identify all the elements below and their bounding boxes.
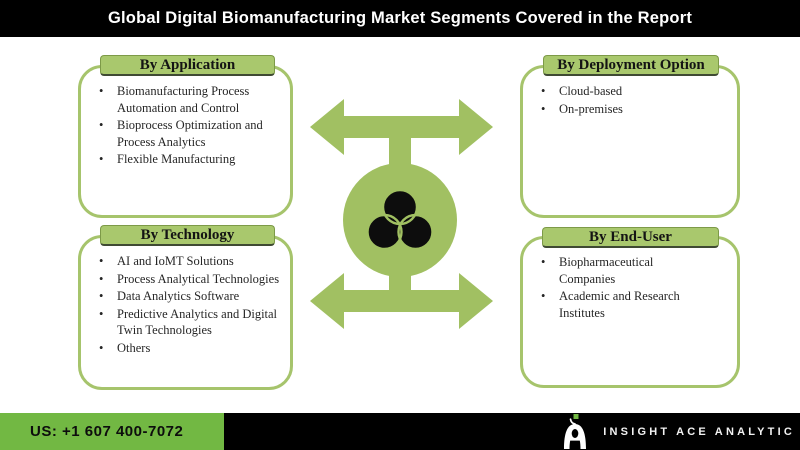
list-item: Cloud-based bbox=[535, 83, 729, 100]
phone-contact-block: US: +1 607 400-7072 bbox=[0, 413, 224, 450]
center-hub-graphic bbox=[310, 99, 493, 329]
segment-header-application: By Application bbox=[100, 55, 275, 76]
phone-number: US: +1 607 400-7072 bbox=[30, 423, 184, 440]
segment-box-application: Biomanufacturing Process Automation and … bbox=[78, 65, 293, 218]
footer-bar: US: +1 607 400-7072 INSIGHT ACE ANALYTIC bbox=[0, 413, 800, 450]
segment-list-end-user: Biopharmaceutical CompaniesAcademic and … bbox=[523, 239, 737, 321]
left-right-arrow-bottom-icon bbox=[310, 273, 493, 329]
list-item: AI and IoMT Solutions bbox=[93, 253, 282, 270]
list-item: Data Analytics Software bbox=[93, 288, 282, 305]
brand-name: INSIGHT ACE ANALYTIC bbox=[603, 425, 795, 438]
segment-header-deployment: By Deployment Option bbox=[543, 55, 719, 76]
brand-block: INSIGHT ACE ANALYTIC bbox=[562, 413, 795, 450]
list-item: Flexible Manufacturing bbox=[93, 151, 282, 168]
title-bar: Global Digital Biomanufacturing Market S… bbox=[0, 0, 800, 37]
segment-box-technology: AI and IoMT SolutionsProcess Analytical … bbox=[78, 235, 293, 390]
list-item: On-premises bbox=[535, 101, 729, 118]
list-item: Predictive Analytics and Digital Twin Te… bbox=[93, 306, 282, 339]
segment-header-end-user: By End-User bbox=[542, 227, 719, 248]
segment-box-deployment: Cloud-basedOn-premises bbox=[520, 65, 740, 218]
insight-ace-logo-icon bbox=[564, 413, 587, 449]
page-title: Global Digital Biomanufacturing Market S… bbox=[107, 9, 693, 27]
segment-box-end-user: Biopharmaceutical CompaniesAcademic and … bbox=[520, 236, 740, 388]
segment-list-application: Biomanufacturing Process Automation and … bbox=[81, 68, 290, 168]
segment-header-technology: By Technology bbox=[100, 225, 275, 246]
list-item: Others bbox=[93, 340, 282, 357]
segment-list-deployment: Cloud-basedOn-premises bbox=[523, 68, 737, 117]
list-item: Academic and Research Institutes bbox=[535, 288, 709, 321]
list-item: Biopharmaceutical Companies bbox=[535, 254, 709, 287]
left-right-arrow-top-icon bbox=[310, 99, 493, 155]
list-item: Process Analytical Technologies bbox=[93, 271, 282, 288]
venn-diagram-icon bbox=[366, 188, 434, 251]
segment-list-technology: AI and IoMT SolutionsProcess Analytical … bbox=[81, 238, 290, 356]
list-item: Bioprocess Optimization and Process Anal… bbox=[93, 117, 282, 150]
list-item: Biomanufacturing Process Automation and … bbox=[93, 83, 282, 116]
